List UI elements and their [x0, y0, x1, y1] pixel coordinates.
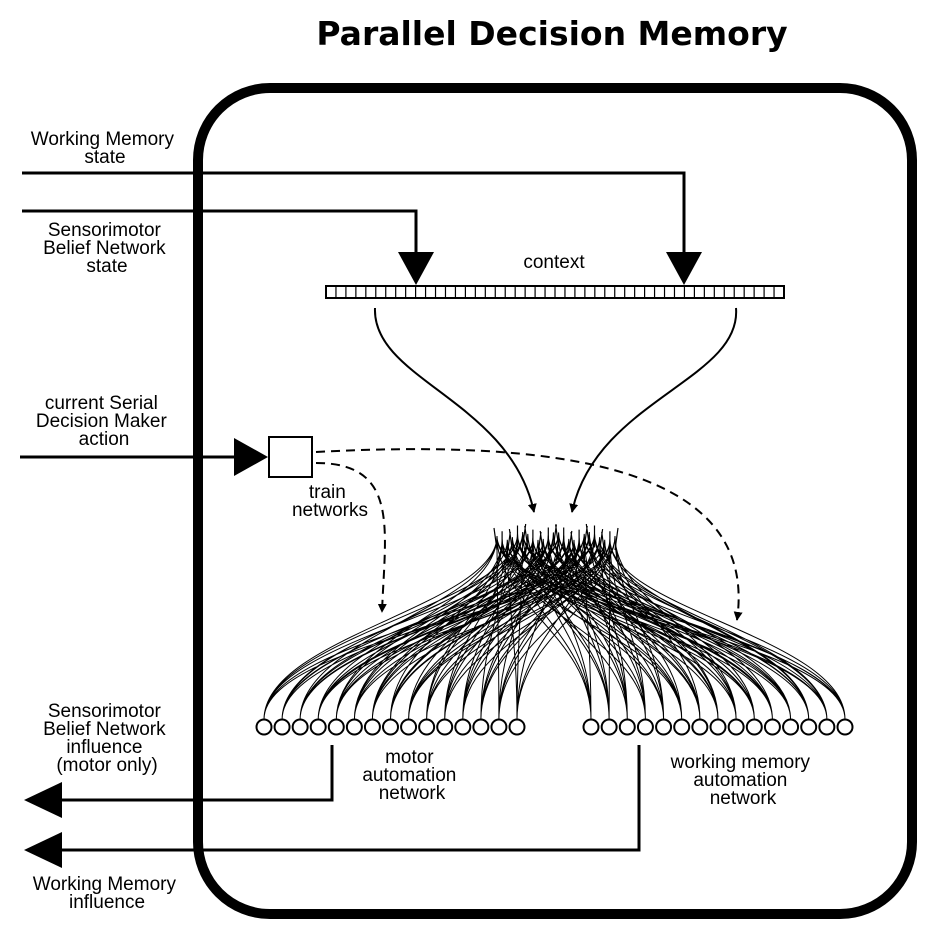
- wm-node: [636, 718, 654, 736]
- network-wiring: [263, 523, 846, 720]
- motor-node: [400, 718, 418, 736]
- wm-state-arrow: [22, 171, 702, 285]
- wm-node: [763, 718, 781, 736]
- wm-network-nodes: [582, 718, 854, 736]
- motor-network-label: motor automation network: [362, 747, 461, 804]
- sdm-action-label: current Serial Decision Maker action: [36, 393, 172, 450]
- motor-node: [255, 718, 273, 736]
- wm-node: [782, 718, 800, 736]
- motor-node: [309, 718, 327, 736]
- wm-node: [709, 718, 727, 736]
- motor-node: [436, 718, 454, 736]
- sbn-state-label: Sensorimotor Belief Network state: [43, 220, 171, 277]
- wm-node: [655, 718, 673, 736]
- wm-node: [818, 718, 836, 736]
- motor-node: [345, 718, 363, 736]
- train-wm-dashed-arrow: [315, 448, 743, 621]
- wm-node: [618, 718, 636, 736]
- wm-influence-arrow: [24, 745, 641, 868]
- diagram-title: Parallel Decision Memory: [316, 14, 787, 53]
- wm-network-label: working memory automation network: [670, 752, 816, 809]
- motor-node: [291, 718, 309, 736]
- context-label: context: [523, 252, 585, 273]
- wm-state-label: Working Memory state: [31, 129, 180, 168]
- sbn-influence-arrow: [24, 745, 334, 818]
- sdm-action-arrow: [20, 438, 268, 476]
- motor-node: [382, 718, 399, 736]
- motor-node: [472, 718, 490, 736]
- sbn-state-arrow: [22, 209, 434, 285]
- context-vector: [325, 285, 785, 299]
- wm-node: [691, 718, 709, 736]
- sbn-influence-label: Sensorimotor Belief Network influence (m…: [43, 701, 171, 776]
- motor-node: [490, 718, 508, 736]
- motor-node: [418, 718, 436, 736]
- motor-network-nodes: [255, 718, 526, 736]
- context-to-network-left-curve: [373, 307, 537, 513]
- motor-node: [363, 718, 381, 736]
- context-to-network-right-curve: [569, 307, 738, 513]
- motor-node: [508, 718, 526, 736]
- wm-node: [582, 718, 600, 736]
- wm-node: [836, 718, 854, 736]
- motor-node: [273, 718, 291, 736]
- wm-node: [745, 718, 763, 736]
- wm-influence-label: Working Memory influence: [33, 874, 182, 913]
- wm-node: [727, 718, 745, 736]
- train-networks-label: train networks: [292, 482, 368, 521]
- motor-node: [327, 718, 345, 736]
- wm-node: [600, 718, 618, 736]
- wm-node: [673, 718, 691, 736]
- network-hub: [493, 523, 619, 554]
- network-connections: [263, 531, 846, 720]
- motor-node: [454, 718, 472, 736]
- wm-node: [800, 718, 818, 736]
- train-gate-box: [268, 436, 313, 478]
- module-boundary: [193, 83, 917, 919]
